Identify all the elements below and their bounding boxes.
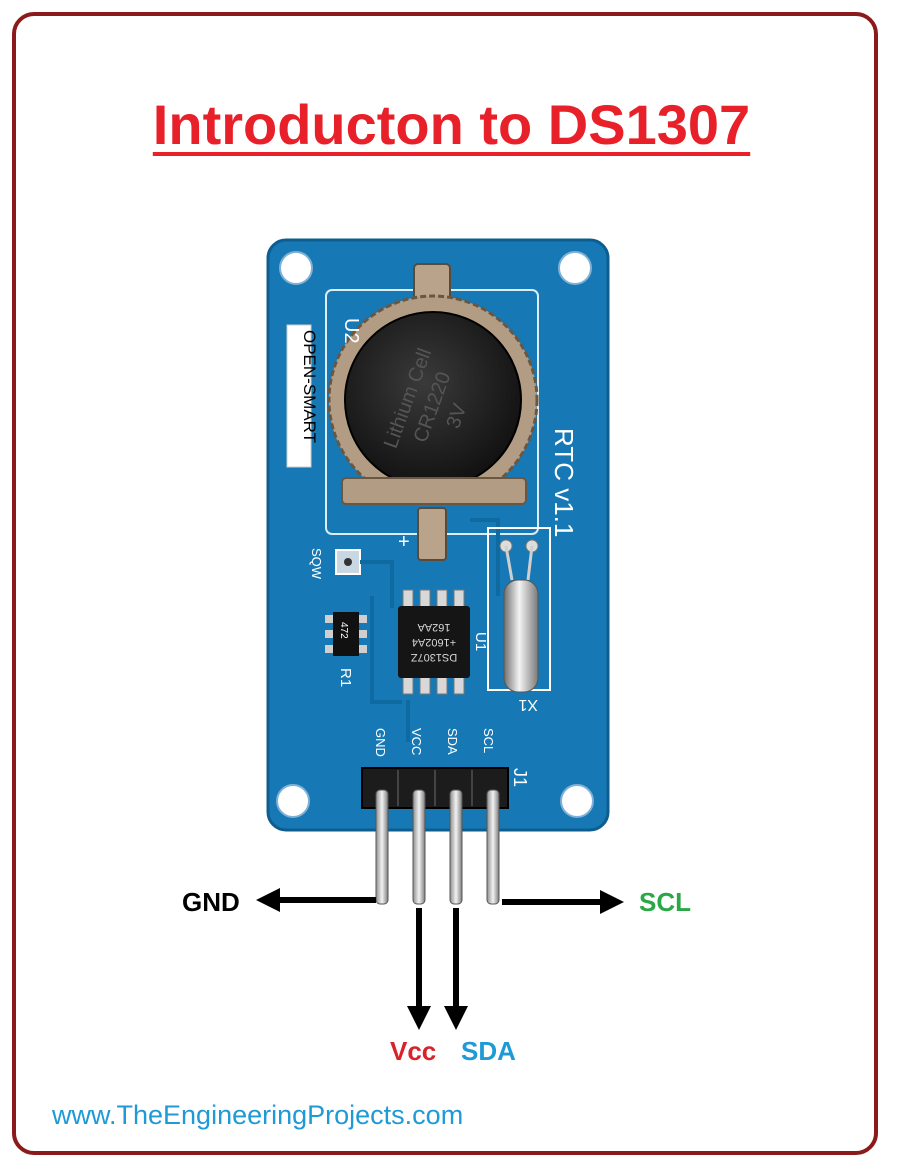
sqw-label: SQW (309, 548, 324, 580)
silk-pin-vcc: VCC (409, 728, 424, 755)
silk-pin-gnd: GND (373, 728, 388, 757)
header-ref-label: J1 (510, 768, 530, 787)
battery-plus-label: + (398, 531, 410, 553)
ds1307-chip (398, 606, 470, 678)
sda-pin-label: SDA (461, 1036, 516, 1066)
chip-marking-3: 162AA (417, 621, 451, 633)
website-link[interactable]: www.TheEngineeringProjects.com (52, 1100, 464, 1130)
header-pins (375, 789, 500, 905)
silk-pin-scl: SCL (481, 728, 496, 753)
brand-label: OPEN-SMART (300, 330, 319, 443)
gnd-arrow (256, 888, 376, 912)
battery-ref-label: U2 (340, 318, 362, 344)
crystal-oscillator (503, 579, 539, 693)
scl-pin-label: SCL (639, 887, 691, 917)
page-title: Introducton to DS1307 (152, 93, 751, 156)
sda-arrow (444, 908, 468, 1030)
mounting-holes (276, 251, 594, 818)
silk-pin-sda: SDA (445, 728, 460, 755)
scl-arrow (502, 890, 624, 914)
gnd-pin-label: GND (182, 887, 240, 917)
vcc-arrow (407, 908, 431, 1030)
resistor-network (333, 612, 359, 656)
chip-ref-label: U1 (472, 632, 489, 651)
module-name-label: RTC v1.1 (549, 428, 579, 537)
crystal-ref-label: X1 (518, 696, 538, 713)
resistor-ref-label: R1 (337, 668, 354, 687)
brand-sticker (286, 324, 312, 468)
chip-marking-2: +1602A4 (412, 636, 456, 648)
vcc-pin-label: Vcc (390, 1036, 437, 1066)
diagram-frame (12, 12, 878, 1155)
chip-marking-1: DS1307Z (410, 651, 457, 663)
resistor-code: 472 (338, 622, 349, 639)
